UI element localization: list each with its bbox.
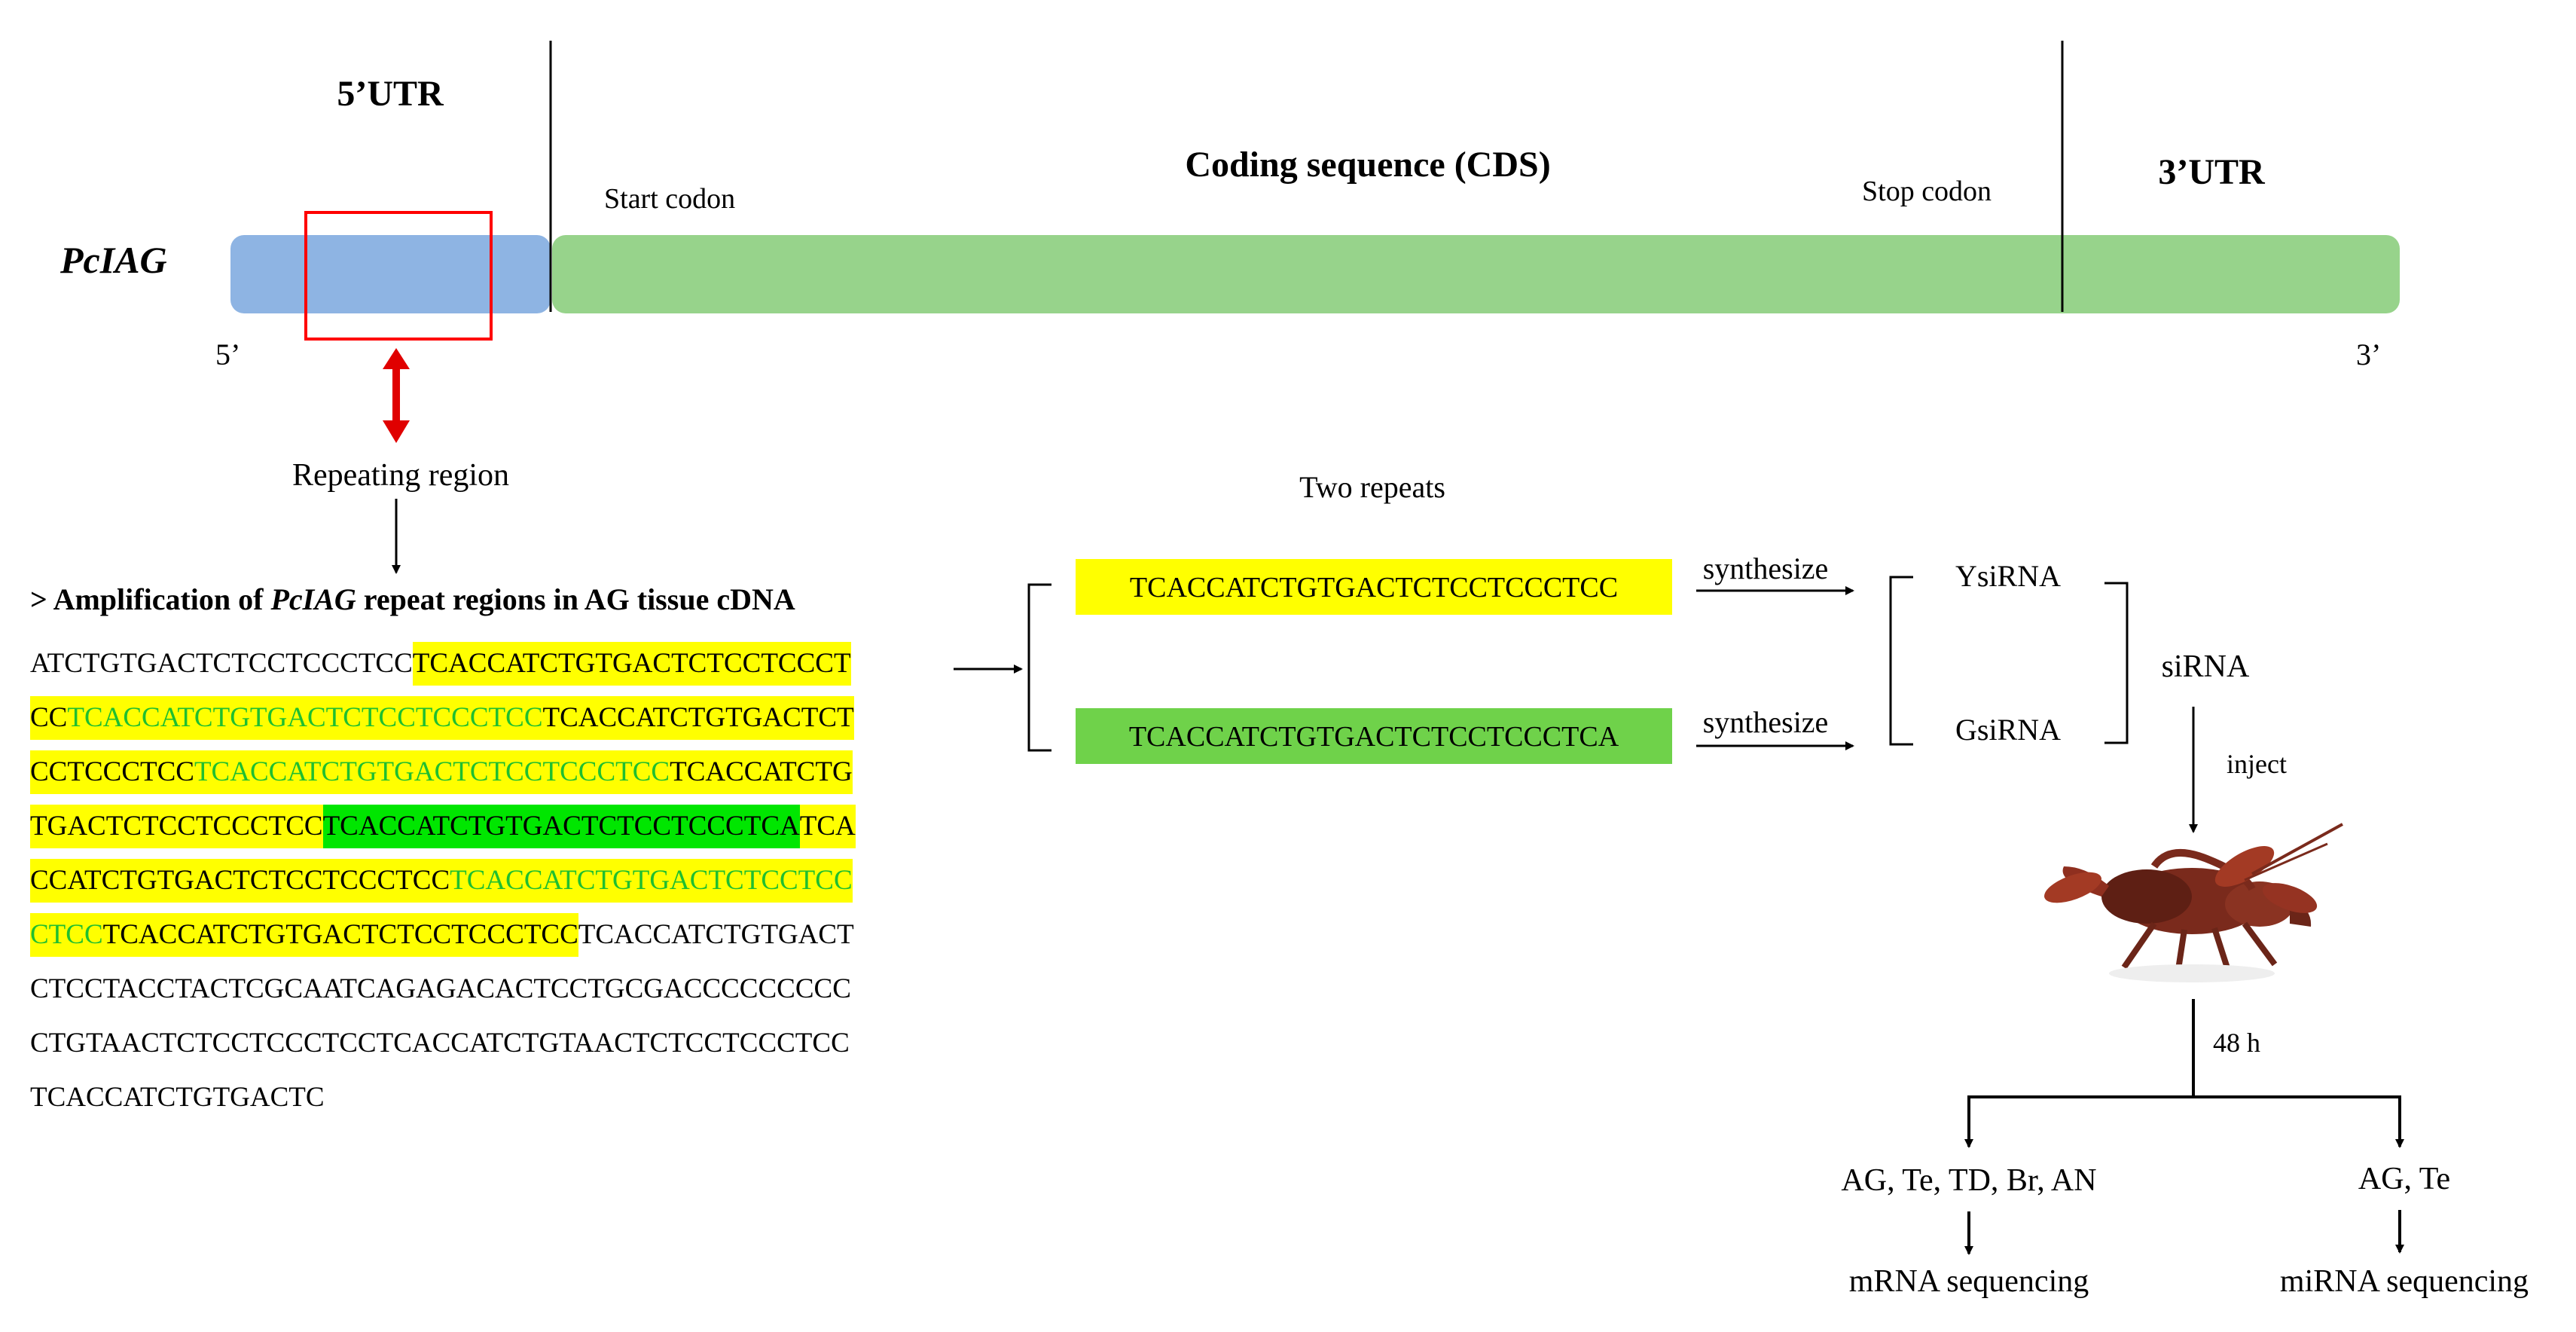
sequence-line: CTGTAACTCTCCTCCCTCCTCACCATCTGTAACTCTCCTC… — [30, 1022, 850, 1065]
sequence-line: CCATCTGTGACTCTCCTCCCTCCTCACCATCTGTGACTCT… — [30, 859, 853, 903]
sequence-segment: TGACTCTCCTCCCTCC — [30, 805, 323, 848]
synthesize1-label: synthesize — [1703, 551, 1829, 585]
mrna-seq-label: mRNA sequencing — [1849, 1264, 2089, 1299]
crayfish-image — [2044, 823, 2343, 982]
sequence-line: CCTCCCTCCTCACCATCTGTGACTCTCCTCCCTCCTCACC… — [30, 750, 853, 794]
repeat-region-box — [304, 211, 493, 341]
sequence-line: TGACTCTCCTCCCTCCTCACCATCTGTGACTCTCCTCCCT… — [30, 805, 856, 848]
sequence-segment: TCACCATCTGTGACTCTCCTCCCTCC — [194, 750, 670, 794]
two-repeats-label: Two repeats — [1299, 470, 1445, 504]
synthesize2-label: synthesize — [1703, 705, 1829, 739]
repeating-region-label: Repeating region — [292, 458, 509, 493]
left-tissues-label: AG, Te, TD, Br, AN — [1841, 1163, 2096, 1198]
sequence-segment: TCACCATCTGTGACTCTCCTCCCTCA — [322, 805, 800, 848]
sequence-segment: CCTCCCTCC — [30, 750, 194, 794]
sequence-segment: CC — [30, 696, 68, 740]
sequence-segment: ATCTGTGACTCTCCTCCCTCC — [30, 648, 413, 679]
heading-suffix: repeat regions in AG tissue cDNA — [356, 582, 795, 616]
sirna-label: siRNA — [2162, 649, 2250, 684]
heading-prefix: > Amplification of — [30, 582, 271, 616]
repeat1-seq: TCACCATCTGTGACTCTCCTCCCTCC — [1130, 572, 1618, 603]
end5-label: 5’ — [215, 338, 240, 371]
right-tissues-label: AG, Te — [2358, 1162, 2450, 1196]
utr3-label: 3’UTR — [2158, 152, 2266, 192]
sequence-line: ATCTGTGACTCTCCTCCCTCCTCACCATCTGTGACTCTCC… — [30, 642, 851, 686]
sequence-segment: TCACCATCTGTGACTCTCCTCCCT — [412, 642, 851, 686]
time-label: 48 h — [2213, 1028, 2260, 1058]
end3-label: 3’ — [2356, 338, 2381, 371]
utr5-label: 5’UTR — [337, 74, 444, 114]
gene-name-label: PcIAG — [60, 239, 167, 281]
utr5-bar — [230, 235, 551, 313]
sequence-segment: CCATCTGTGACTCTCCTCCCTCC — [30, 859, 450, 903]
sirna-left-bracket — [1889, 576, 1913, 746]
sequence-segment: TCACCATCTGTGACTCT — [542, 696, 854, 740]
sequence-segment: TCACCATCTGTGACTCTCCTCCCTCC — [102, 913, 578, 957]
start-codon-label: Start codon — [604, 183, 735, 215]
repeat2-seq: TCACCATCTGTGACTCTCCTCCCTCA — [1129, 721, 1619, 753]
sequence-line: CTCCTCACCATCTGTGACTCTCCTCCCTCCTCACCATCTG… — [30, 913, 854, 957]
sequence-segment: TCACCATCTGTGACTC — [30, 1082, 325, 1113]
sequence-segment: CTCC — [30, 913, 103, 957]
repeat2-box — [1076, 708, 1672, 764]
heading-gene: PcIAG — [270, 582, 356, 616]
repeat1-box — [1076, 559, 1672, 615]
left-bracket — [1027, 583, 1051, 752]
ysirna-label: YsiRNA — [1955, 559, 2061, 593]
amplification-heading: > Amplification of PcIAG repeat regions … — [30, 582, 795, 617]
gsirna-label: GsiRNA — [1955, 713, 2061, 747]
sequence-line: CTCCTACCTACTCGCAATCAGAGACACTCCTGCGACCCCC… — [30, 967, 851, 1011]
sequence-segment: TCACCATCTG — [670, 750, 853, 794]
sequence-segment: TCACCATCTGTGACTCTCCTCC — [450, 859, 853, 903]
stop-codon-label: Stop codon — [1862, 176, 1992, 207]
sequence-segment: TCACCATCTGTGACTCTCCTCCCTCC — [67, 696, 543, 740]
inject-label: inject — [2227, 749, 2287, 779]
sequence-line: CCTCACCATCTGTGACTCTCCTCCCTCCTCACCATCTGTG… — [30, 696, 854, 740]
cds-bar — [552, 235, 2400, 313]
cds-label: Coding sequence (CDS) — [1185, 145, 1550, 185]
mirna-seq-label: miRNA sequencing — [2280, 1264, 2529, 1299]
red-double-arrow — [383, 348, 410, 443]
sequence-segment: CTGTAACTCTCCTCCCTCCTCACCATCTGTAACTCTCCTC… — [30, 1028, 850, 1059]
sequence-line: TCACCATCTGTGACTC — [30, 1076, 325, 1120]
sequence-segment: TCA — [799, 805, 856, 848]
sequence-segment: CTCCTACCTACTCGCAATCAGAGACACTCCTGCGACCCCC… — [30, 973, 851, 1004]
sequence-segment: TCACCATCTGTGACT — [578, 919, 854, 950]
sirna-right-bracket — [2104, 582, 2129, 744]
